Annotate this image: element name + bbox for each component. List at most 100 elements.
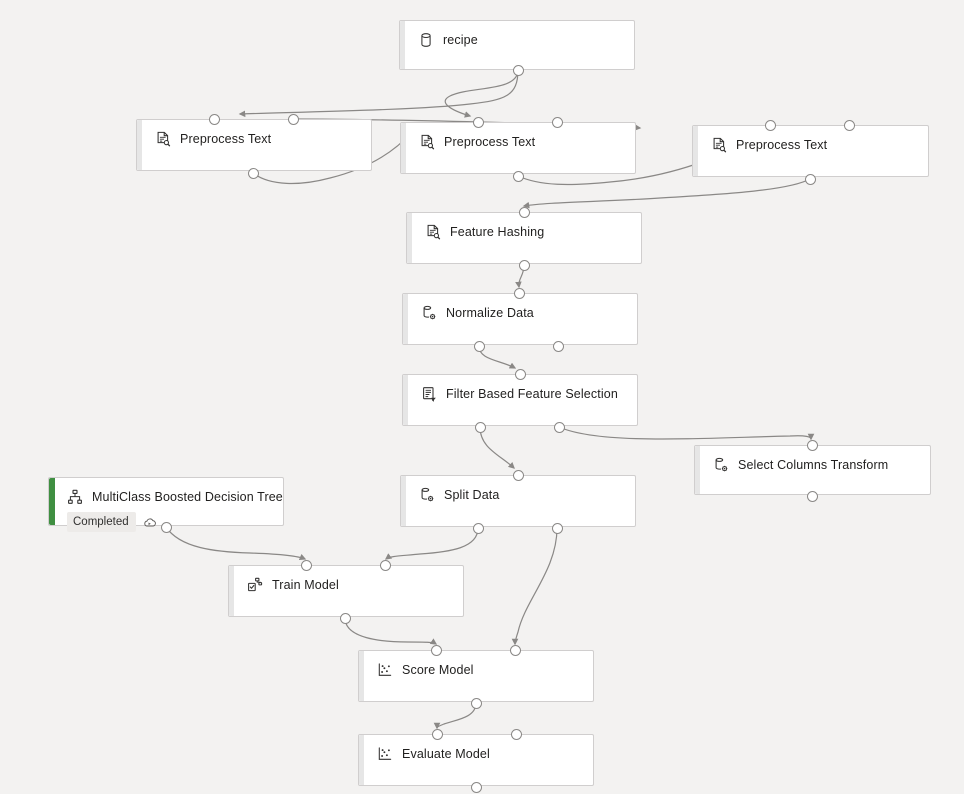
- node-preprocess-text-1[interactable]: Preprocess Text: [136, 119, 372, 171]
- node-preprocess-text-2[interactable]: Preprocess Text: [400, 122, 636, 174]
- node-label: Preprocess Text: [736, 138, 828, 152]
- output-port-preprocess-text-2-0[interactable]: [512, 170, 524, 182]
- node-evaluate-model[interactable]: Evaluate Model: [358, 734, 594, 786]
- input-port-preprocess-text-2-0[interactable]: [472, 116, 484, 128]
- node-label: Normalize Data: [446, 306, 534, 320]
- input-port-train-model-1[interactable]: [379, 559, 391, 571]
- node-accent-bar: [400, 21, 405, 69]
- output-port-score-model-0[interactable]: [470, 697, 482, 709]
- data-gear-icon: [419, 487, 435, 503]
- output-port-split-data-1[interactable]: [551, 522, 563, 534]
- node-accent-bar: [401, 123, 406, 173]
- node-score-model[interactable]: Score Model: [358, 650, 594, 702]
- node-accent-bar: [403, 294, 408, 344]
- node-status-row: Completed: [67, 512, 273, 532]
- output-port-preprocess-text-3-0[interactable]: [804, 173, 816, 185]
- output-port-normalize-data-0[interactable]: [473, 340, 485, 352]
- node-body: recipe: [400, 21, 634, 56]
- node-body: Evaluate Model: [359, 735, 593, 770]
- decision-tree-icon: [67, 489, 83, 505]
- node-title-row: Evaluate Model: [377, 746, 583, 762]
- output-port-recipe-0[interactable]: [512, 64, 524, 76]
- document-search-icon: [155, 131, 171, 147]
- document-search-icon: [711, 137, 727, 153]
- input-port-score-model-0[interactable]: [430, 644, 442, 656]
- edge-ffs-to-split[interactable]: [479, 426, 515, 469]
- node-label: Train Model: [272, 578, 339, 592]
- output-port-preprocess-text-1-0[interactable]: [247, 167, 259, 179]
- input-port-preprocess-text-1-0[interactable]: [208, 113, 220, 125]
- edge-split-to-train[interactable]: [384, 527, 479, 560]
- node-accent-bar: [407, 213, 412, 263]
- input-port-evaluate-model-0[interactable]: [431, 728, 443, 740]
- edge-train-to-score[interactable]: [344, 617, 438, 645]
- node-body: Filter Based Feature Selection: [403, 375, 637, 410]
- node-title-row: Split Data: [419, 487, 625, 503]
- edge-pp3-to-fh[interactable]: [522, 178, 811, 209]
- input-port-preprocess-text-1-1[interactable]: [287, 113, 299, 125]
- input-port-filter-based-feature-selection-0[interactable]: [514, 368, 526, 380]
- node-select-columns-transform[interactable]: Select Columns Transform: [694, 445, 931, 495]
- input-port-train-model-0[interactable]: [300, 559, 312, 571]
- edge-ffs-to-sct[interactable]: [558, 426, 815, 441]
- input-port-evaluate-model-1[interactable]: [510, 728, 522, 740]
- edge-score-to-eval[interactable]: [433, 702, 477, 730]
- scatter-chart-icon: [377, 662, 393, 678]
- node-label: Preprocess Text: [180, 132, 272, 146]
- node-body: Score Model: [359, 651, 593, 686]
- output-port-filter-based-feature-selection-0[interactable]: [474, 421, 486, 433]
- node-title-row: Score Model: [377, 662, 583, 678]
- node-title-row: recipe: [418, 32, 624, 48]
- input-port-feature-hashing-0[interactable]: [518, 206, 530, 218]
- node-label: Select Columns Transform: [738, 458, 889, 472]
- output-port-multiclass-boosted-decision-tree-0[interactable]: [160, 521, 172, 533]
- output-port-feature-hashing-0[interactable]: [518, 259, 530, 271]
- input-port-split-data-0[interactable]: [512, 469, 524, 481]
- node-title-row: MultiClass Boosted Decision Tree: [67, 489, 283, 505]
- node-feature-hashing[interactable]: Feature Hashing: [406, 212, 642, 264]
- output-port-train-model-0[interactable]: [339, 612, 351, 624]
- output-port-normalize-data-1[interactable]: [552, 340, 564, 352]
- output-port-filter-based-feature-selection-1[interactable]: [553, 421, 565, 433]
- document-search-icon: [425, 224, 441, 240]
- train-model-icon: [247, 577, 263, 593]
- output-port-evaluate-model-0[interactable]: [470, 781, 482, 793]
- edge-split-to-score[interactable]: [511, 527, 558, 646]
- node-filter-based-feature-selection[interactable]: Filter Based Feature Selection: [402, 374, 638, 426]
- output-port-split-data-0[interactable]: [472, 522, 484, 534]
- status-badge: Completed: [67, 512, 136, 532]
- edge-nd-to-ffs[interactable]: [478, 345, 517, 369]
- edge-recipe-to-pp1[interactable]: [238, 69, 519, 118]
- node-accent-bar: [403, 375, 408, 425]
- node-body: Preprocess Text: [693, 126, 928, 161]
- data-gear-icon: [421, 305, 437, 321]
- input-port-preprocess-text-3-1[interactable]: [843, 119, 855, 131]
- node-recipe[interactable]: recipe: [399, 20, 635, 70]
- node-preprocess-text-3[interactable]: Preprocess Text: [692, 125, 929, 177]
- output-port-select-columns-transform-0[interactable]: [806, 490, 818, 502]
- input-port-preprocess-text-3-0[interactable]: [764, 119, 776, 131]
- node-body: Feature Hashing: [407, 213, 641, 248]
- node-label: Score Model: [402, 663, 474, 677]
- node-body: Train Model: [229, 566, 463, 601]
- input-port-preprocess-text-2-1[interactable]: [551, 116, 563, 128]
- node-accent-bar: [695, 446, 700, 494]
- node-label: Split Data: [444, 488, 500, 502]
- node-normalize-data[interactable]: Normalize Data: [402, 293, 638, 345]
- node-split-data[interactable]: Split Data: [400, 475, 636, 527]
- node-accent-bar: [693, 126, 698, 176]
- input-port-select-columns-transform-0[interactable]: [806, 439, 818, 451]
- cloud-run-icon[interactable]: [143, 516, 156, 529]
- node-title-row: Select Columns Transform: [713, 457, 920, 473]
- node-accent-bar: [229, 566, 234, 616]
- node-title-row: Train Model: [247, 577, 453, 593]
- input-port-normalize-data-0[interactable]: [513, 287, 525, 299]
- node-train-model[interactable]: Train Model: [228, 565, 464, 617]
- node-label: Evaluate Model: [402, 747, 490, 761]
- edge-recipe-to-pp2[interactable]: [444, 69, 519, 118]
- input-port-score-model-1[interactable]: [509, 644, 521, 656]
- node-label: Filter Based Feature Selection: [446, 387, 618, 401]
